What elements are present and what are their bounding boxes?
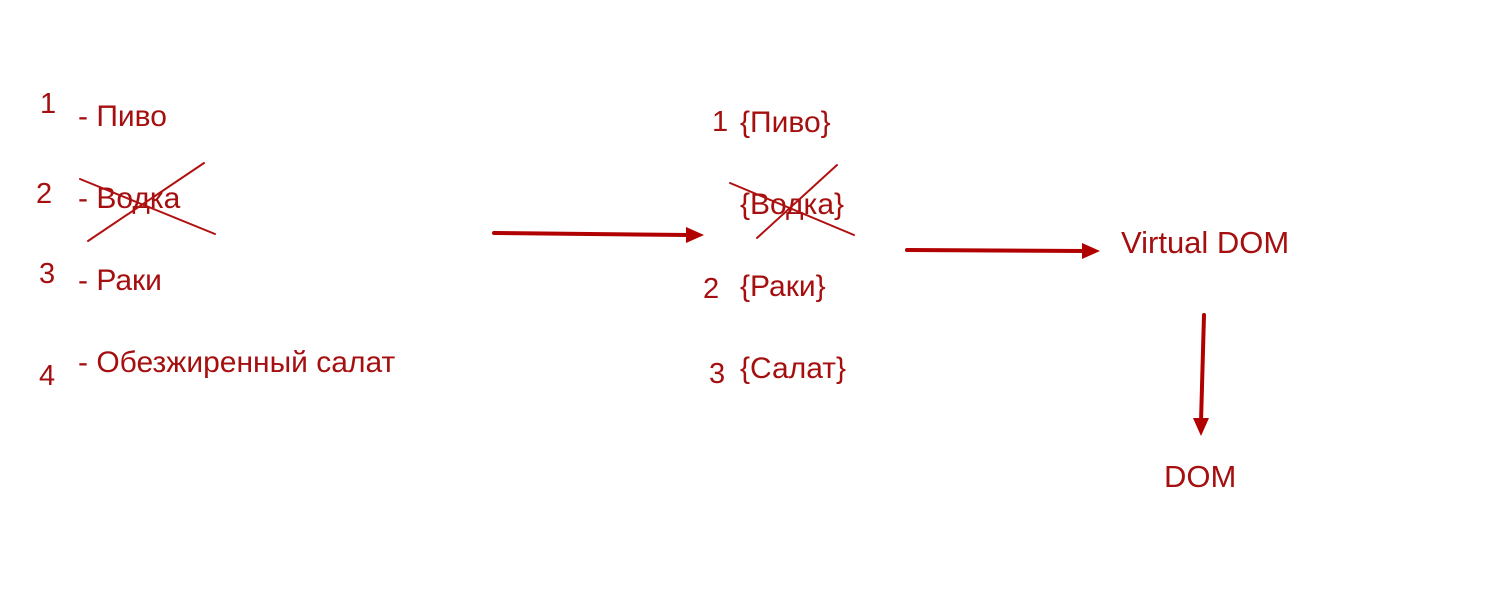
middle-item-3-text: {Раки} — [740, 270, 826, 303]
left-item-2-number: 2 — [36, 178, 53, 210]
left-item-3-number: 3 — [39, 258, 56, 290]
arrow-list-to-keys — [492, 227, 704, 243]
middle-item-2-text: {Водка} — [740, 188, 845, 221]
arrow-keys-to-virtual-dom-shaft — [905, 248, 1088, 253]
arrow-virtual-dom-to-dom-shaft — [1199, 313, 1206, 424]
arrow-list-to-keys-shaft — [492, 231, 692, 237]
arrow-virtual-dom-to-dom — [1193, 313, 1209, 436]
arrow-keys-to-virtual-dom-head — [1082, 243, 1100, 259]
arrow-keys-to-virtual-dom — [905, 243, 1100, 259]
middle-item-3-number: 2 — [703, 273, 720, 305]
left-item-1-number: 1 — [40, 88, 57, 120]
dom-label: DOM — [1164, 459, 1237, 494]
middle-item-1-number: 1 — [712, 106, 729, 138]
left-item-4-text: - Обезжиренный салат — [78, 346, 396, 379]
virtual-dom-label: Virtual DOM — [1121, 225, 1290, 260]
arrow-virtual-dom-to-dom-head — [1193, 418, 1209, 436]
left-item-4-number: 4 — [39, 360, 56, 392]
left-item-1-text: - Пиво — [78, 100, 167, 133]
middle-item-1-text: {Пиво} — [740, 106, 831, 139]
left-item-3-text: - Раки — [78, 264, 162, 297]
arrow-list-to-keys-head — [686, 227, 704, 243]
middle-item-4-text: {Салат} — [740, 352, 846, 385]
middle-item-4-number: 3 — [709, 358, 726, 390]
left-item-2-text: - Водка — [78, 182, 181, 215]
